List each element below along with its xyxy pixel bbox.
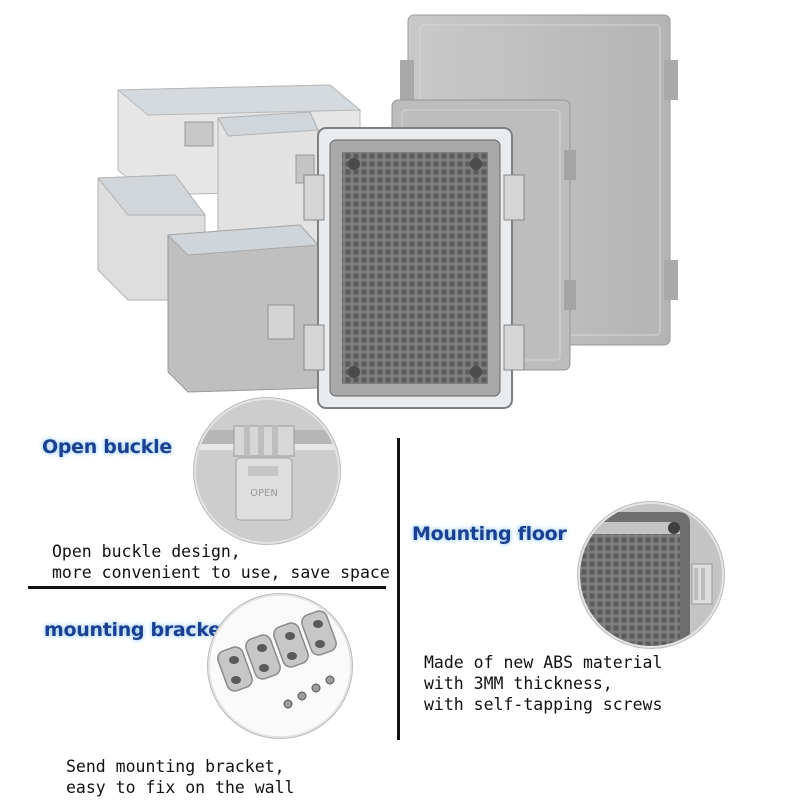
buckle-icon: OPEN bbox=[196, 400, 338, 542]
open-buckle-zoom-circle: OPEN bbox=[194, 398, 340, 544]
horizontal-divider bbox=[28, 586, 386, 589]
buckle-open-text: OPEN bbox=[250, 488, 278, 499]
bracket-icon bbox=[210, 596, 350, 736]
mounting-floor-zoom-circle bbox=[578, 502, 724, 648]
open-buckle-line-2: more convenient to use, save space bbox=[52, 563, 390, 582]
mounting-floor-description: Made of new ABS material with 3MM thickn… bbox=[424, 652, 662, 715]
mounting-floor-icon bbox=[580, 504, 722, 646]
mounting-floor-line-2: with 3MM thickness, bbox=[424, 674, 613, 693]
vertical-divider bbox=[397, 438, 400, 740]
open-buckle-line-1: Open buckle design, bbox=[52, 542, 241, 561]
mounting-floor-title: Mounting floor bbox=[412, 523, 567, 545]
mounting-bracket-line-2: easy to fix on the wall bbox=[66, 778, 295, 797]
open-buckle-title: Open buckle bbox=[42, 436, 172, 458]
mounting-bracket-zoom-circle bbox=[208, 594, 352, 738]
transparent-lid-enclosures-stack bbox=[96, 84, 362, 393]
transparent-enclosure-with-mounting-plate bbox=[303, 127, 525, 409]
mounting-floor-line-1: Made of new ABS material bbox=[424, 653, 663, 672]
mounting-bracket-description: Send mounting bracket, easy to fix on th… bbox=[66, 756, 294, 798]
enclosure-product-group-illustration bbox=[96, 14, 678, 409]
mounting-bracket-title: mounting bracket bbox=[44, 619, 230, 641]
mounting-floor-line-3: with self-tapping screws bbox=[424, 695, 663, 714]
open-buckle-description: Open buckle design, more convenient to u… bbox=[52, 541, 390, 583]
mounting-bracket-line-1: Send mounting bracket, bbox=[66, 757, 285, 776]
